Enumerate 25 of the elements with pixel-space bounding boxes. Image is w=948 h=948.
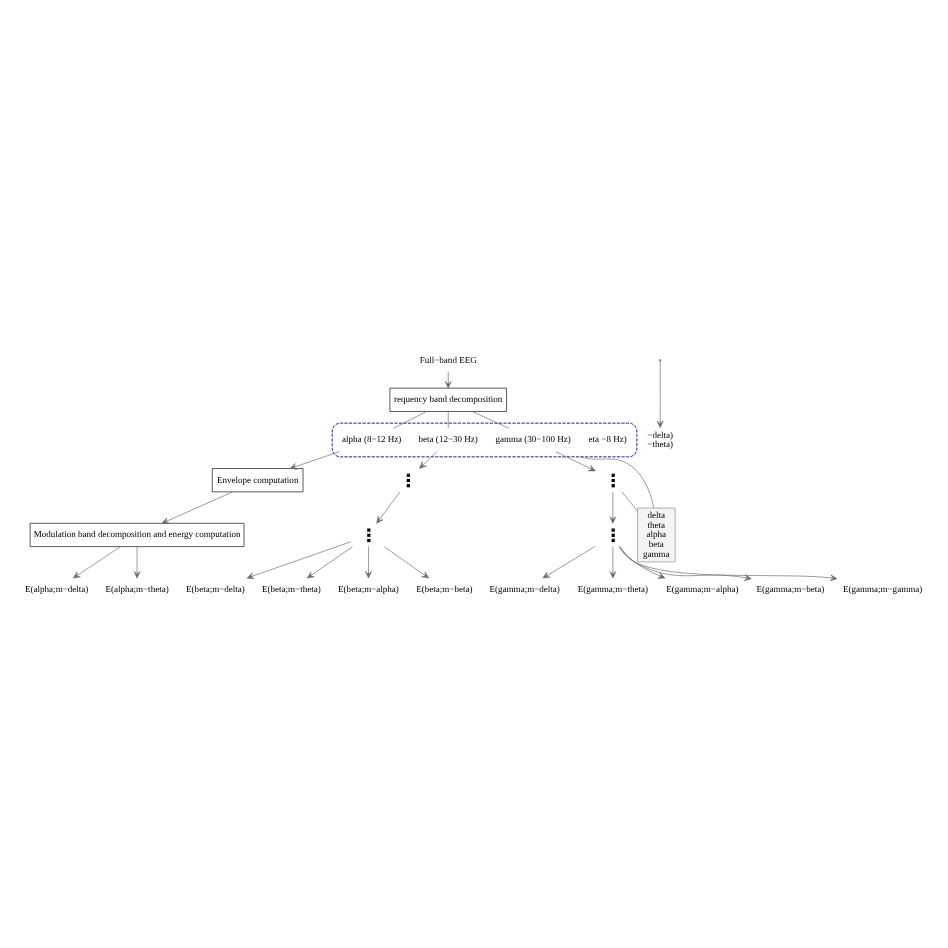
arrow: [609, 490, 617, 523]
arrow: [383, 545, 429, 578]
arrow: [619, 545, 666, 578]
arrow: [246, 540, 352, 578]
arrow: [376, 490, 401, 523]
arrow: [618, 545, 752, 580]
arrow: [659, 359, 661, 421]
arrow: [365, 545, 372, 578]
arrow: [289, 450, 340, 469]
cluster: [331, 421, 638, 457]
connector: [621, 490, 638, 511]
arrow: [555, 450, 596, 471]
arrow: [307, 545, 353, 578]
arrow: [419, 450, 438, 468]
arrow: [133, 545, 141, 578]
arrow: [609, 545, 617, 578]
arrow: [73, 545, 121, 578]
connector: [393, 410, 427, 428]
connector: [447, 410, 449, 428]
arrow: [161, 490, 233, 523]
arrow: [542, 545, 596, 578]
connector: [579, 455, 655, 508]
connector: [472, 410, 510, 428]
arrow: [618, 545, 838, 581]
arrow: [445, 370, 452, 388]
